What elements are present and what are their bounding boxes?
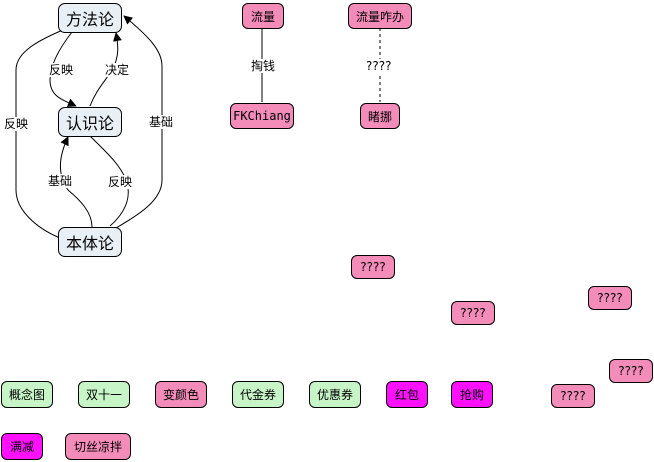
edge-label-jichu-right: 基础 (148, 115, 175, 129)
edge-label-unknown: ???? (365, 59, 393, 73)
node-q1[interactable]: ???? (351, 255, 395, 279)
edge-label-jichu-mid: 基础 (47, 174, 74, 188)
node-fkchiang[interactable]: FKChiang (230, 103, 294, 129)
node-liuliang-zaban[interactable]: 流量咋办 (348, 3, 412, 29)
edge-label-jueding: 决定 (104, 63, 131, 77)
node-renshilun[interactable]: 认识论 (58, 107, 122, 137)
node-hongbao[interactable]: 红包 (386, 381, 428, 408)
node-duxiu[interactable]: 睹挪 (360, 103, 400, 129)
edge-bentilun-renshilun-jichu (60, 136, 93, 228)
node-qiesi[interactable]: 切丝凉拌 (65, 433, 131, 460)
node-youhuiquan[interactable]: 优惠券 (309, 381, 361, 408)
node-daijinquan[interactable]: 代金券 (232, 381, 284, 408)
edge-label-fanying-mid: 反映 (107, 175, 134, 189)
node-q5[interactable]: ???? (551, 384, 595, 408)
node-manjian[interactable]: 满减 (1, 433, 43, 460)
node-bentilun[interactable]: 本体论 (58, 227, 122, 257)
edge-label-fanying-top: 反映 (48, 63, 75, 77)
node-liuliang[interactable]: 流量 (242, 3, 284, 29)
node-bianyanse[interactable]: 变颜色 (155, 381, 207, 408)
node-qianggou[interactable]: 抢购 (451, 381, 493, 408)
node-gainiantu[interactable]: 概念图 (1, 381, 53, 408)
edge-label-taoqian: 掏钱 (250, 59, 277, 73)
edge-fangfalun-renshilun-fanying (49, 31, 77, 107)
edge-label-fanying-left: 反映 (3, 117, 30, 131)
node-q4[interactable]: ???? (609, 359, 653, 383)
node-q3[interactable]: ???? (588, 286, 632, 310)
node-shuangshiyi[interactable]: 双十一 (78, 381, 130, 408)
node-fangfalun[interactable]: 方法论 (58, 3, 122, 33)
node-q2[interactable]: ???? (451, 301, 495, 325)
